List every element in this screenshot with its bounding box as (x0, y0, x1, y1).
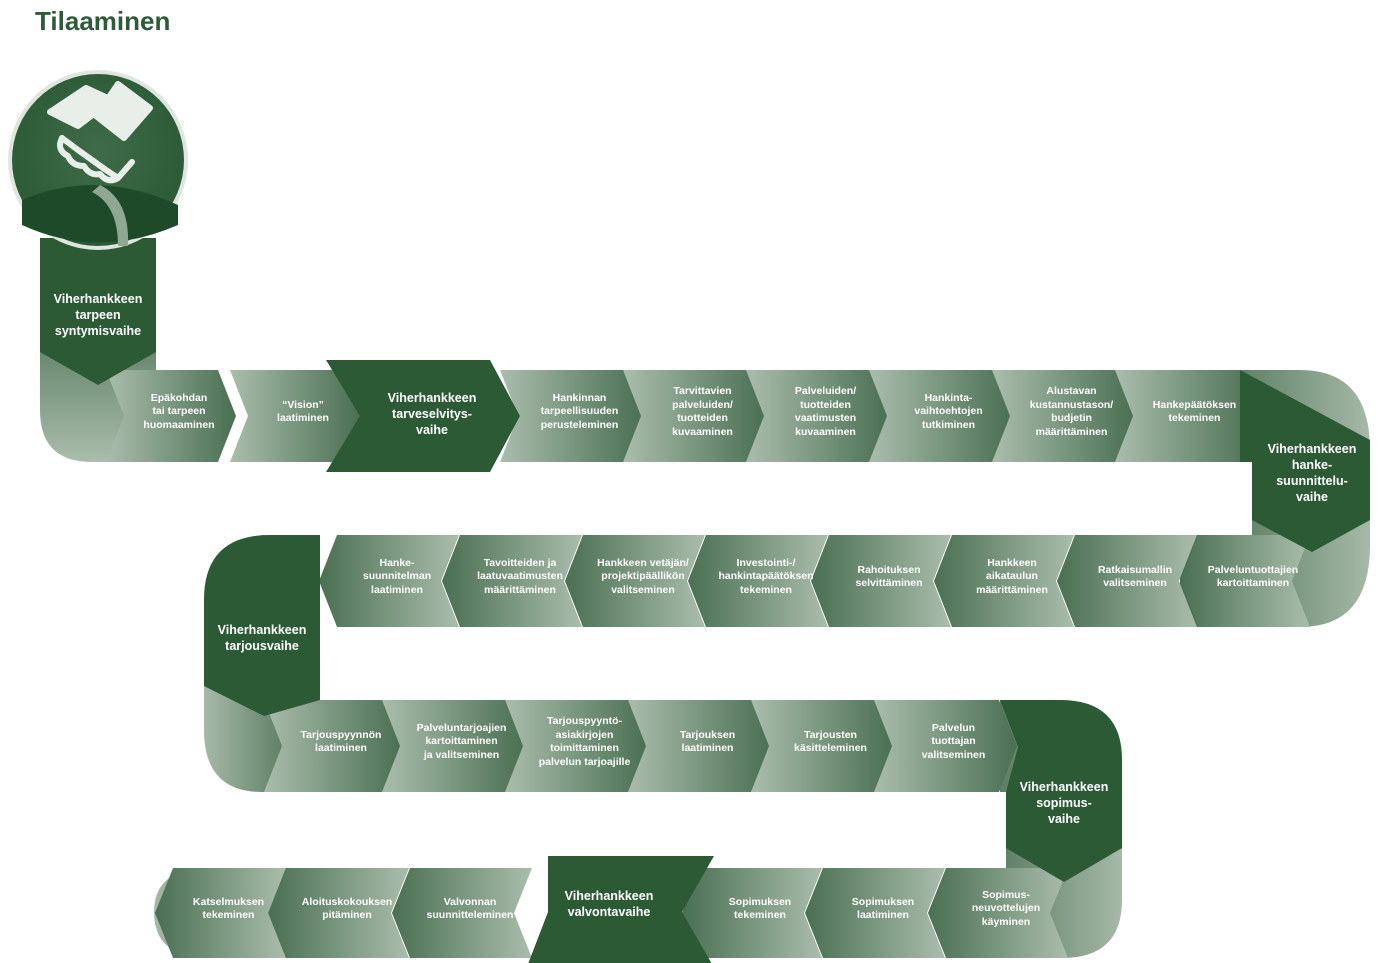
step-label: Sopimuksen tekeminen (728, 895, 792, 922)
step-label: Tarjousten käsitteleminen (794, 728, 867, 755)
step-label: Tarjouspyyntö- asiakirjojen toimittamine… (538, 715, 631, 768)
step-chevron (106, 370, 236, 462)
page-title: Tilaaminen (35, 6, 171, 36)
step-chevron (442, 535, 582, 627)
step-chevron (505, 700, 648, 792)
step-label: Palveluntuottajien kartoittaminen (1207, 563, 1299, 590)
step-chevron (155, 868, 286, 958)
phase-shape (528, 856, 714, 963)
handshake-icon (47, 81, 153, 184)
phase-label: Viherhankkeen tarjousvaihe (217, 623, 307, 653)
step-chevron (992, 370, 1135, 462)
step-label: Sopimuksen laatiminen (851, 895, 915, 922)
phase-label: Viherhankkeen tarpeen syntymisvaihe (53, 292, 143, 338)
step-chevron (319, 535, 459, 627)
handshake-emblem (8, 70, 188, 250)
step-label: “Vision” laatiminen (277, 398, 329, 425)
step-label: Tavoitteiden ja laatuvaatimusten määritt… (477, 556, 563, 596)
step-label: Rahoituksen selvittäminen (855, 563, 923, 590)
step-label: Investointi-/ hankintapäätöksen tekemine… (718, 556, 814, 596)
step-chevron (500, 370, 643, 462)
step-chevron (1057, 535, 1197, 627)
step-label: Palveluiden/ tuotteiden vaatimusten kuva… (794, 385, 857, 438)
phase-shape (1000, 700, 1122, 882)
step-label: Alustavan kustannustason/ budjetin määri… (1029, 385, 1114, 438)
step-chevron (264, 700, 402, 792)
phase-label: Viherhankkeen hanke- suunnittelu- vaihe (1267, 442, 1357, 504)
step-label: Epäkohdan tai tarpeen huomaaminen (143, 391, 215, 431)
step-chevron (869, 370, 1012, 462)
step-chevron (565, 535, 705, 627)
phase-label: Viherhankkeen sopimus- vaihe (1019, 780, 1109, 826)
step-chevron (751, 700, 894, 792)
step-label: Sopimus- neuvottelujen käyminen (971, 888, 1041, 928)
phase-label: Viherhankkeen valvontavaihe (564, 889, 654, 919)
step-chevron (1115, 370, 1258, 462)
phase-label: Viherhankkeen tarveselvitys- vaihe (387, 391, 477, 437)
step-chevron (269, 868, 409, 958)
step-label: Ratkaisumallin valitseminen (1097, 563, 1173, 590)
step-chevron (392, 868, 532, 958)
step-label: Tarjouspyynnön laatiminen (300, 728, 382, 755)
step-chevrons (106, 370, 1310, 958)
step-label: Katselmuksen tekeminen (192, 895, 265, 922)
step-chevron (628, 700, 771, 792)
step-label: Hankinta- vaihtoehtojen tutkiminen (914, 391, 983, 431)
step-label: Aloituskokouksen pitäminen (301, 895, 393, 922)
step-label: Hankepäätöksen tekeminen (1152, 398, 1237, 425)
step-chevron (874, 700, 1017, 792)
phase-shape (40, 238, 156, 385)
step-label: Hankkeen aikataulun määrittäminen (976, 556, 1048, 596)
step-label: Hankkeen vetäjän/ projektipäällikön vali… (597, 556, 689, 596)
step-label: Palvelun tuottajan valitseminen (921, 721, 986, 761)
step-chevron (928, 868, 1068, 958)
phase-shapes (40, 238, 1370, 963)
step-label: Valvonnan suunnitteleminen (426, 895, 514, 922)
step-label: Tarjouksen laatiminen (679, 728, 736, 755)
step-chevron (688, 535, 828, 627)
step-chevron (682, 868, 822, 958)
phase-shape (1240, 370, 1370, 552)
step-chevron (623, 370, 766, 462)
step-chevron (811, 535, 951, 627)
phase-shape (326, 360, 520, 472)
step-chevron (382, 700, 525, 792)
step-chevron (746, 370, 889, 462)
step-chevron (805, 868, 945, 958)
phase-shape (204, 535, 320, 716)
step-label: Hanke- suunnitelman laatiminen (362, 556, 432, 596)
step-chevron (1180, 535, 1310, 627)
step-label: Tarvittavien palveluiden/ tuotteiden kuv… (672, 385, 733, 438)
step-chevron (230, 370, 360, 462)
step-label: Palveluntarjoajien kartoittaminen ja val… (416, 721, 507, 761)
step-label: Hankinnan tarpeellisuuden perusteleminen (540, 391, 619, 431)
step-chevron (934, 535, 1074, 627)
